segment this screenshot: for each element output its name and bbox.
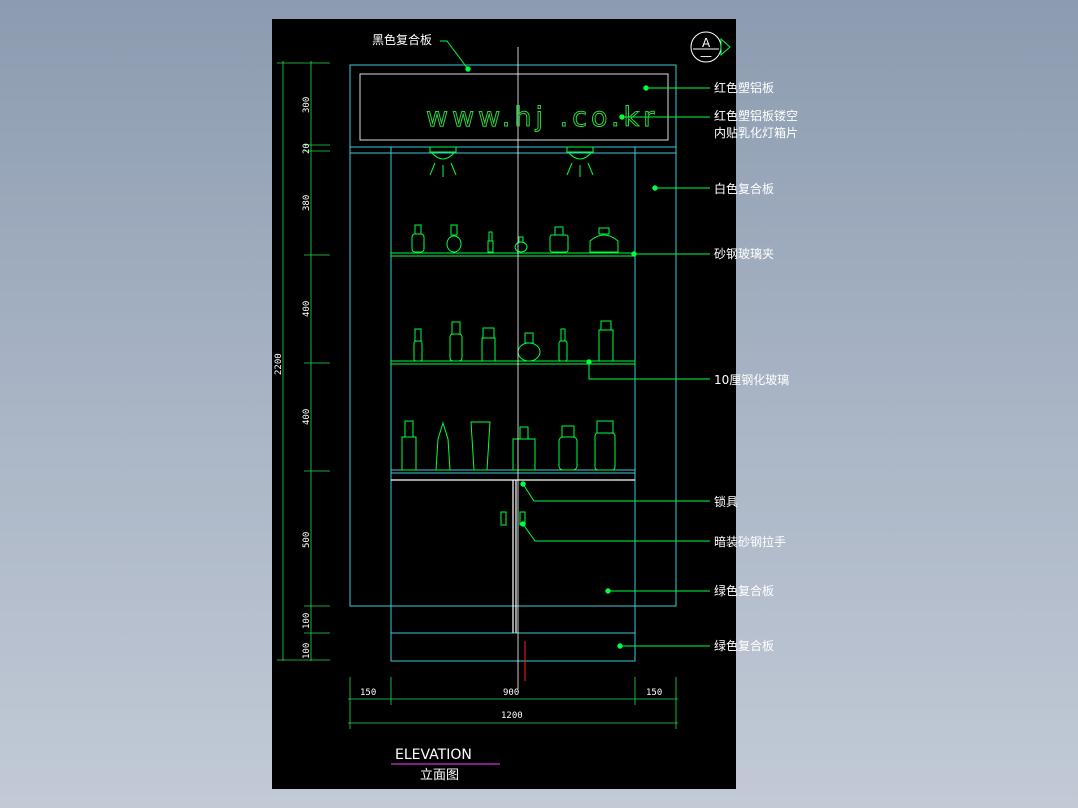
- callout-labels: 黑色复合板 红色塑铝板 红色塑铝板镂空 内贴乳化灯箱片 白色复合板 砂钢玻璃夹 …: [372, 32, 798, 653]
- label-glass-clamp: 砂钢玻璃夹: [714, 247, 774, 261]
- dim-150-left: 150: [360, 688, 376, 698]
- dim-total-width: 1200: [501, 711, 523, 721]
- title-en: ELEVATION: [395, 747, 472, 763]
- cabinet-outline: [349, 64, 677, 662]
- label-light-box-film: 内贴乳化灯箱片: [714, 125, 798, 140]
- products-shelf-2: [413, 320, 614, 362]
- section-marker-text: A —: [700, 36, 712, 63]
- dim-150-right: 150: [646, 688, 662, 698]
- label-green-composite-1: 绿色复合板: [714, 583, 774, 598]
- callout-leaders: [440, 40, 710, 649]
- label-tempered-glass: 10厘钢化玻璃: [714, 373, 789, 387]
- dim-20: 20: [302, 143, 312, 154]
- section-marker: [690, 31, 731, 63]
- dim-500: 500: [302, 532, 312, 548]
- label-green-composite-2: 绿色复合板: [714, 638, 774, 653]
- products-shelf-3: [401, 420, 616, 471]
- dim-900: 900: [503, 688, 519, 698]
- dim-100-a: 100: [302, 613, 312, 629]
- label-red-plastic: 红色塑铝板: [714, 80, 774, 95]
- dim-400-a: 400: [302, 301, 312, 317]
- watermark-text: www.hj .co.kr: [426, 102, 658, 133]
- dim-380: 380: [302, 195, 312, 211]
- products-shelf-1: [411, 224, 619, 253]
- vertical-dimension-text: 300 20 380 400 400 500 100 100 2200: [274, 97, 312, 659]
- horizontal-dimension-text: 150 900 150 1200: [360, 688, 662, 721]
- lower-cabinet-doors: [391, 479, 635, 633]
- dim-total-height: 2200: [274, 353, 284, 375]
- horizontal-dimension-lines: [348, 677, 678, 729]
- dim-100-b: 100: [302, 643, 312, 659]
- elevation-drawing: 黑色复合板 红色塑铝板 红色塑铝板镂空 内贴乳化灯箱片 白色复合板 砂钢玻璃夹 …: [274, 31, 798, 783]
- label-white-composite: 白色复合板: [714, 181, 774, 196]
- dim-400-b: 400: [302, 409, 312, 425]
- section-marker-letter: A: [702, 36, 711, 50]
- vertical-dimension-lines: [277, 61, 330, 661]
- title-zh: 立面图: [420, 768, 459, 783]
- label-lock: 锁具: [714, 494, 738, 509]
- label-handle: 暗装砂钢拉手: [714, 534, 786, 549]
- label-black-composite: 黑色复合板: [372, 32, 432, 47]
- drawing-title: ELEVATION 立面图: [391, 747, 500, 783]
- label-red-plastic-hollow: 红色塑铝板镂空: [714, 108, 798, 123]
- watermark: www.hj .co.kr: [426, 102, 658, 134]
- spot-lights: [429, 146, 594, 177]
- cad-drawing-sheet: 黑色复合板 红色塑铝板 红色塑铝板镂空 内贴乳化灯箱片 白色复合板 砂钢玻璃夹 …: [272, 19, 798, 789]
- dim-300: 300: [302, 97, 312, 113]
- centre-axis: [517, 47, 526, 689]
- section-marker-sub: —: [700, 49, 712, 63]
